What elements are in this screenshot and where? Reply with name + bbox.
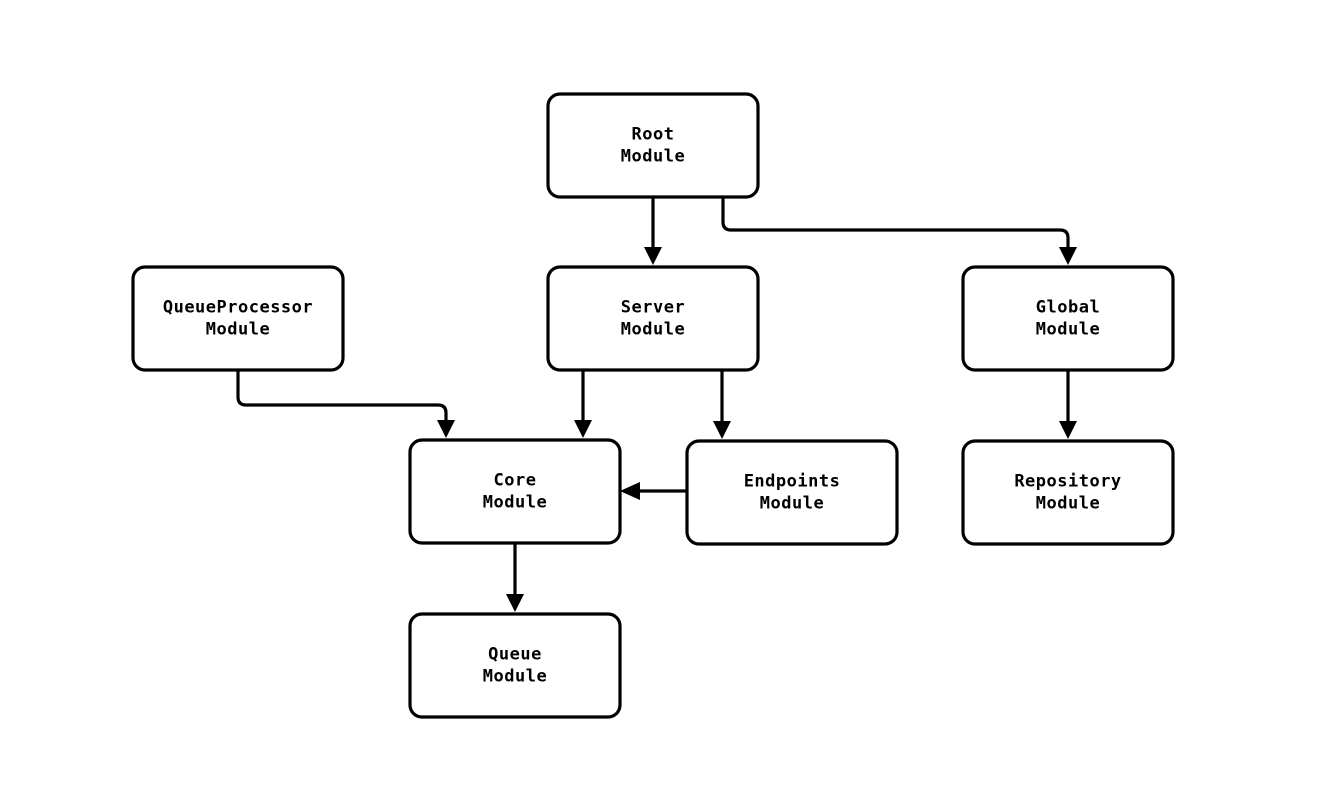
node-label-line2-queue: Module	[483, 667, 547, 687]
edge-queueprocessor-to-core: QueueProcessor Module to Core Module	[236, 370, 455, 438]
node-box-global[interactable]	[961, 265, 1175, 372]
arrowhead-icon	[506, 594, 524, 612]
edge-line	[721, 197, 1070, 255]
node-box-queue[interactable]	[408, 612, 622, 719]
nodes-layer: RootModuleQueueProcessorModuleServerModu…	[131, 92, 1175, 719]
node-box-root[interactable]	[546, 92, 760, 199]
arrowhead-icon	[1059, 421, 1077, 439]
node-label-line2-core: Module	[483, 493, 547, 513]
arrowhead-icon	[644, 247, 662, 265]
arrowhead-icon	[713, 421, 731, 439]
edges-layer: Root Module to Server Module Root Module …	[236, 197, 1077, 612]
edge-line	[236, 370, 448, 428]
node-label-line2-root: Module	[621, 147, 685, 167]
node-label-line1-root: Root	[632, 125, 675, 145]
node-label-line1-server: Server	[621, 298, 685, 318]
edge-core-to-queue: Core Module to Queue Module	[506, 543, 524, 612]
node-label-line1-repository: Repository	[1014, 472, 1121, 492]
node-label-line2-queueprocessor: Module	[206, 320, 270, 340]
edge-endpoints-to-core: Endpoints Module to Core Module	[620, 482, 687, 500]
node-label-line2-global: Module	[1036, 320, 1100, 340]
node-box-queueprocessor[interactable]	[131, 265, 345, 372]
node-label-line2-endpoints: Module	[760, 494, 824, 514]
node-label-line1-global: Global	[1036, 298, 1100, 318]
edge-server-to-endpoints: Server Module to Endpoints Module	[713, 370, 731, 439]
edge-global-to-repository: Global Module to Repository Module	[1059, 370, 1077, 439]
edge-server-to-core: Server Module to Core Module	[574, 370, 592, 438]
node-label-line2-server: Module	[621, 320, 685, 340]
arrowhead-icon	[1059, 247, 1077, 265]
node-label-line1-queueprocessor: QueueProcessor	[163, 298, 313, 318]
arrowhead-icon	[620, 482, 640, 500]
node-label-line1-queue: Queue	[488, 645, 542, 665]
edge-root-to-global: Root Module to Global Module	[721, 197, 1077, 265]
node-label-line2-repository: Module	[1036, 494, 1100, 514]
node-box-endpoints[interactable]	[685, 439, 899, 546]
node-label-line1-endpoints: Endpoints	[744, 472, 841, 492]
arrowhead-icon	[574, 420, 592, 438]
node-box-repository[interactable]	[961, 439, 1175, 546]
node-box-core[interactable]	[408, 438, 622, 545]
node-label-line1-core: Core	[494, 471, 537, 491]
arrowhead-icon	[437, 420, 455, 438]
edge-root-to-server: Root Module to Server Module	[644, 197, 662, 265]
node-box-server[interactable]	[546, 265, 760, 372]
